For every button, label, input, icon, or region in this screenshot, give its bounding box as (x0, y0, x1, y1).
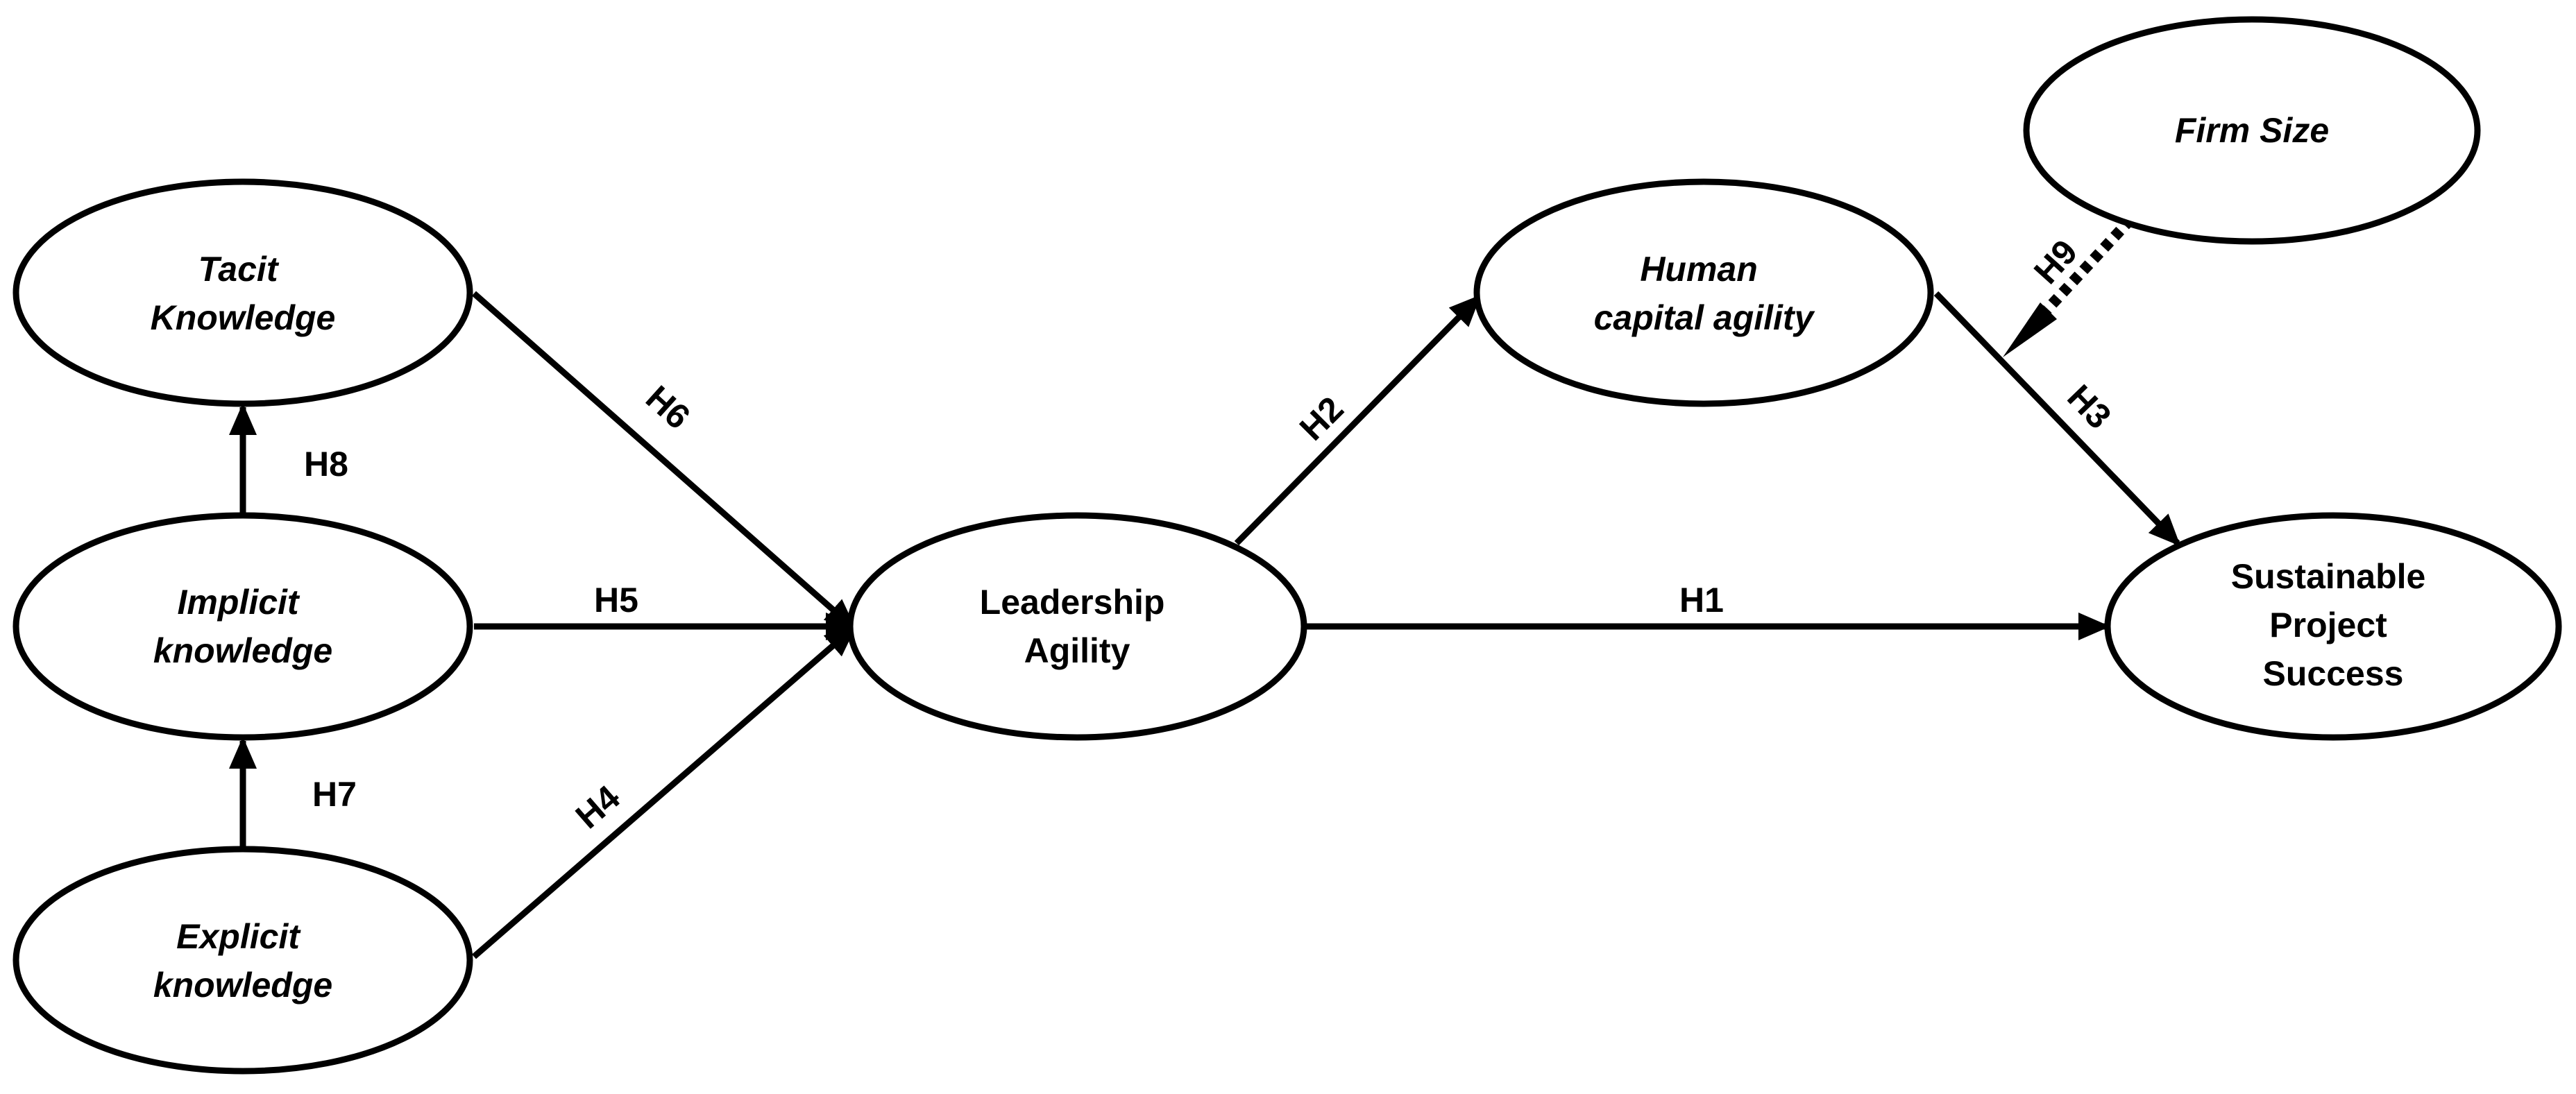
svg-text:Tacit Knowledge: Tacit Knowledge (151, 250, 336, 337)
node-sustainable-project-success-line-1: Sustainable (2231, 557, 2426, 596)
node-tacit-knowledge-ellipse (12, 178, 473, 407)
node-leadership-agility-line-1: Leadership (980, 583, 1165, 622)
node-implicit-knowledge-ellipse (12, 512, 473, 741)
edge-h3 (1933, 291, 2181, 547)
node-leadership-agility-line-2: Agility (1024, 631, 1130, 670)
edge-label-h6: H6 (638, 378, 697, 436)
node-sustainable-project-success-line-3: Success (2263, 654, 2404, 693)
edges (229, 204, 2181, 959)
edge-label-h1: H1 (1679, 581, 1724, 619)
node-leadership-agility: Leadership Agility (847, 512, 1307, 741)
node-tacit-knowledge-line-1: Tacit (198, 250, 280, 289)
svg-text:Sustainable Project: Sustainable Project Success (2231, 557, 2436, 693)
svg-text:Leadership Agility: Leadership Agility (980, 583, 1175, 670)
node-firm-size-ellipse (2023, 16, 2481, 245)
node-sustainable-project-success: Sustainable Project Success (2104, 512, 2562, 741)
node-explicit-knowledge-line-2: knowledge (153, 966, 332, 1005)
edge-h2 (1234, 294, 1482, 546)
node-firm-size: Firm Size (2023, 16, 2481, 245)
edge-label-h7: H7 (312, 775, 357, 814)
node-explicit-knowledge: Explicit knowledge (12, 846, 473, 1075)
node-tacit-knowledge-line-2: Knowledge (151, 298, 336, 337)
node-implicit-knowledge-line-2: knowledge (153, 631, 332, 670)
node-leadership-agility-ellipse (847, 512, 1307, 741)
node-human-capital-agility: Human capital agility (1473, 178, 1934, 407)
node-human-capital-agility-line-1: Human (1640, 250, 1757, 289)
edge-h9-arrowhead (2003, 302, 2057, 357)
node-human-capital-agility-line-2: capital agility (1594, 298, 1815, 337)
edge-h6 (472, 291, 857, 631)
svg-text:Human capital agility: Human capital agility (1594, 250, 1815, 337)
node-explicit-knowledge-line-1: Explicit (176, 917, 301, 956)
edge-label-h8: H8 (304, 445, 348, 484)
edge-h4 (472, 625, 857, 959)
edge-label-h5: H5 (594, 581, 638, 619)
node-tacit-knowledge: Tacit Knowledge (12, 178, 473, 407)
edge-h9 (2028, 204, 2145, 330)
node-implicit-knowledge-line-1: Implicit (178, 583, 300, 622)
node-firm-size-line-1: Firm Size (2175, 111, 2329, 150)
node-human-capital-agility-ellipse (1473, 178, 1934, 407)
node-sustainable-project-success-line-2: Project (2269, 606, 2387, 644)
node-implicit-knowledge: Implicit knowledge (12, 512, 473, 741)
svg-text:Firm Size: Firm Size (2175, 111, 2329, 150)
node-explicit-knowledge-ellipse (12, 846, 473, 1075)
node-sustainable-project-success-ellipse (2104, 512, 2562, 741)
svg-text:Implicit knowledge: Implicit knowledge (153, 583, 332, 670)
svg-text:Explicit knowledge: Explicit knowledge (153, 917, 332, 1005)
